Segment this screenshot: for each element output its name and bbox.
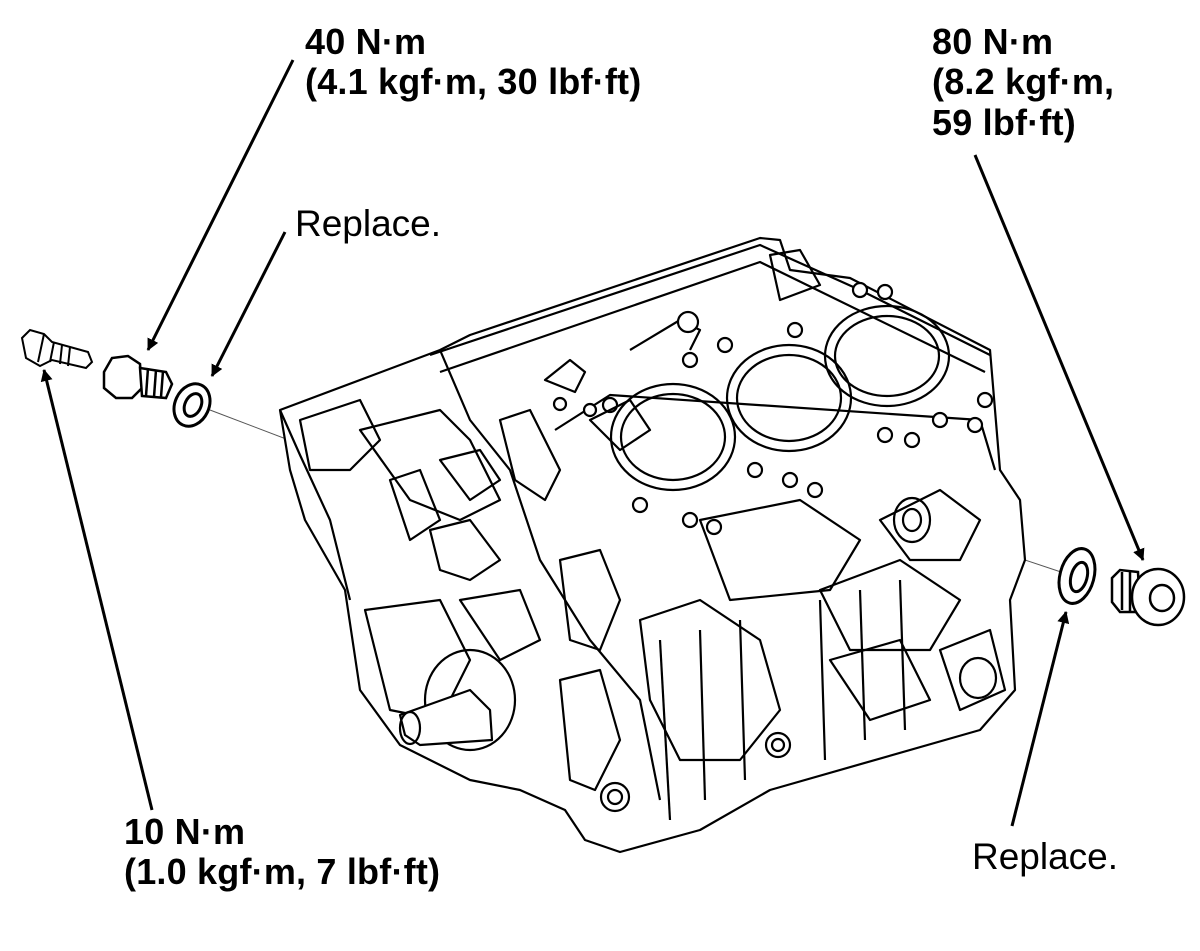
torque-10nm-value: 10 N·m [124,811,246,852]
torque-10nm-conversion: (1.0 kgf·m, 7 lbf·ft) [124,851,441,893]
washer-left-icon [172,382,212,428]
torque-label-40nm: 40 N·m (4.1 kgf·m, 30 lbf·ft) [305,21,642,103]
engine-block-icon [278,236,1027,854]
bolt-40nm-icon [102,354,174,400]
arrow-80nm [973,154,1145,561]
torque-80nm-conversion-1: (8.2 kgf·m, [932,61,1115,103]
arrow-10nm [40,369,154,811]
arrow-replace-right [1010,611,1070,827]
torque-label-80nm: 80 N·m (8.2 kgf·m, 59 lbf·ft) [932,21,1115,143]
replace-note-left: Replace. [295,203,442,244]
sensor-part-icon [20,328,94,370]
torque-40nm-conversion: (4.1 kgf·m, 30 lbf·ft) [305,61,642,103]
bolt-80nm-icon [1110,567,1186,627]
arrow-40nm [146,59,295,351]
torque-40nm-value: 40 N·m [305,21,427,62]
torque-label-10nm: 10 N·m (1.0 kgf·m, 7 lbf·ft) [124,811,441,893]
arrow-replace-left [210,231,287,377]
washer-right-icon [1057,547,1097,605]
torque-80nm-conversion-2: 59 lbf·ft) [932,101,1076,143]
leader-arrows [40,59,1145,827]
replace-note-right: Replace. [972,836,1119,877]
torque-80nm-value: 80 N·m [932,21,1054,62]
